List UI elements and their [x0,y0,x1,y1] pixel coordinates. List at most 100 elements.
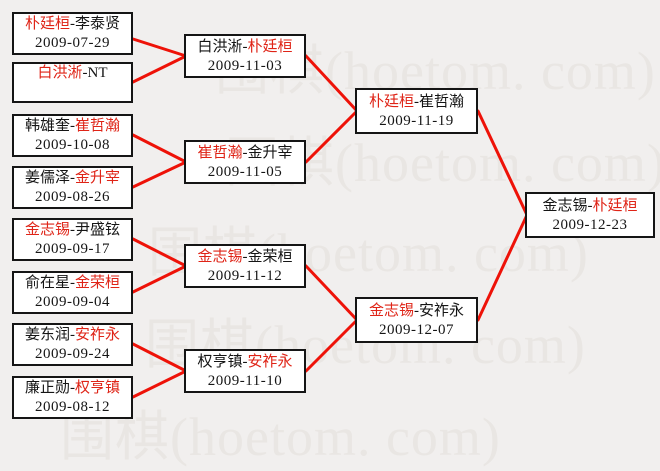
match-box-r1-5: 金志锡-尹盛铉 2009-09-17 [12,218,133,261]
bracket-connectors [131,37,529,399]
player-name: 金升宰 [75,170,121,186]
match-date: 2009-12-23 [552,216,628,233]
match-box-r2-3: 金志锡-金荣桓 2009-11-12 [184,244,306,288]
match-players: 白洪淅-NT [37,64,107,83]
match-date: 2009-12-07 [379,321,454,338]
connector-line [131,160,188,189]
match-date: 2009-11-19 [379,112,454,129]
tournament-bracket-page: { "watermark": { "text": "围棋(hoetom. com… [12,12,660,467]
match-box-final: 金志锡-朴廷桓 2009-12-23 [525,192,655,238]
player-name: 姜东润 [24,327,70,343]
player-name: 朴廷桓 [592,197,638,214]
connector-line [131,264,188,294]
match-box-r1-7: 姜东润-安祚永 2009-09-24 [12,323,133,366]
match-date: 2009-09-17 [35,241,110,257]
connector-line [131,37,188,58]
player-name: 朴廷桓 [368,93,414,110]
name-separator: - [82,65,88,81]
player-name: 金荣桓 [247,248,293,265]
match-date: 2009-08-26 [35,189,110,205]
player-name: 李泰贤 [75,16,121,32]
connector-line [476,109,529,217]
player-name: 白洪淅 [37,65,83,81]
connector-line [304,54,359,113]
name-separator: - [587,197,593,214]
match-date: 2009-09-24 [35,346,110,362]
player-name: 安祚永 [75,327,121,343]
name-separator: - [70,327,75,343]
match-players: 崔哲瀚-金升宰 [197,144,292,163]
match-players: 金志锡-尹盛铉 [25,221,120,240]
connector-line [304,264,359,322]
match-box-sf-1: 朴廷桓-崔哲瀚 2009-11-19 [355,88,478,134]
player-name: 金志锡 [542,197,588,214]
connector-line [304,109,359,164]
match-players: 白洪淅-朴廷桓 [197,38,292,57]
player-name: 金志锡 [197,248,243,265]
match-box-sf-2: 金志锡-安祚永 2009-12-07 [355,297,478,343]
match-box-r1-6: 俞在星-金荣桓 2009-09-04 [12,271,133,314]
player-name: 金志锡 [368,302,414,319]
match-players: 韩雄奎-崔哲瀚 [25,117,120,136]
match-box-r1-1: 朴廷桓-李泰贤 2009-07-29 [12,12,133,55]
player-name: 俞在星 [24,275,70,291]
connector-line [131,237,188,268]
name-separator: - [70,275,75,291]
name-separator: - [70,222,75,238]
player-name: 崔哲瀚 [419,93,465,110]
match-box-r2-2: 崔哲瀚-金升宰 2009-11-05 [184,140,306,184]
match-players: 姜东润-安祚永 [25,326,120,345]
connector-line [131,54,188,84]
connector-line [304,318,359,373]
player-name: 姜儒泽 [24,170,70,186]
player-name: 崔哲瀚 [197,144,243,161]
match-date: 2009-11-12 [207,267,283,284]
match-date: 2009-11-03 [207,57,283,74]
player-name: 朴廷桓 [247,38,293,55]
match-players: 姜儒泽-金升宰 [25,169,120,188]
connector-line [131,133,188,164]
match-box-r1-2: 白洪淅-NT [12,62,133,103]
match-box-r1-4: 姜儒泽-金升宰 2009-08-26 [12,166,133,209]
name-separator: - [70,118,75,134]
name-separator: - [242,353,248,370]
match-date: 2009-11-10 [207,372,283,389]
player-name: 金升宰 [247,144,293,161]
match-players: 权亨镇-安祚永 [197,353,292,372]
match-players: 金志锡-安祚永 [369,302,464,321]
match-date: 2009-10-08 [35,137,110,153]
player-name: 韩雄奎 [24,118,70,134]
player-name: NT [87,65,108,81]
match-date: 2009-07-29 [35,35,110,51]
match-players: 金志锡-朴廷桓 [542,197,637,216]
name-separator: - [414,302,419,319]
name-separator: - [70,170,75,186]
match-box-r1-8: 廉正勋-权亨镇 2009-08-12 [12,376,133,419]
match-players: 朴廷桓-李泰贤 [25,15,120,34]
match-players: 朴廷桓-崔哲瀚 [369,93,464,112]
player-name: 廉正勋 [24,380,70,396]
match-box-r2-4: 权亨镇-安祚永 2009-11-10 [184,349,306,393]
player-name: 权亨镇 [75,380,121,396]
player-name: 安祚永 [247,353,293,370]
player-name: 金志锡 [24,222,70,238]
player-name: 安祚永 [419,302,465,319]
player-name: 金荣桓 [75,275,121,291]
name-separator: - [414,93,419,110]
match-box-r2-1: 白洪淅-朴廷桓 2009-11-03 [184,34,306,78]
player-name: 崔哲瀚 [75,118,121,134]
name-separator: - [242,144,248,161]
name-separator: - [242,248,248,265]
match-date: 2009-09-04 [35,294,110,310]
match-players: 金志锡-金荣桓 [197,248,292,267]
match-date: 2009-11-05 [207,163,283,180]
connector-line [131,369,188,399]
connector-line [131,342,188,373]
match-players: 廉正勋-权亨镇 [25,379,120,398]
name-separator: - [70,380,75,396]
player-name: 朴廷桓 [24,16,70,32]
match-date: 2009-08-12 [35,399,110,415]
name-separator: - [242,38,248,55]
name-separator: - [70,16,75,32]
match-players: 俞在星-金荣桓 [25,274,120,293]
